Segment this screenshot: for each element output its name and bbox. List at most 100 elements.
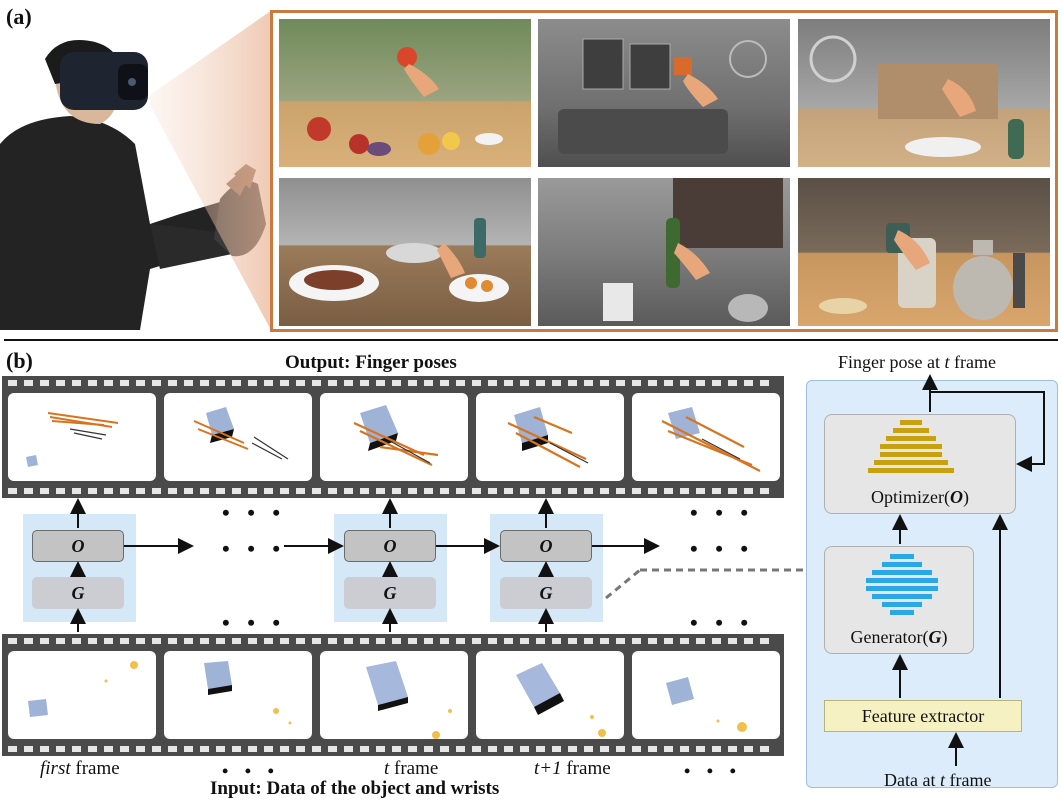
film-sprocket (488, 488, 497, 494)
ellipsis-mid-right: • • • (690, 536, 755, 561)
film-sprocket (440, 638, 449, 644)
optimizer-label-letter: O (949, 487, 963, 507)
film-sprocket (760, 380, 769, 386)
film-sprocket (312, 746, 321, 752)
optimizer-bar (880, 444, 942, 449)
output-frame (8, 393, 156, 481)
film-sprocket (424, 488, 433, 494)
film-sprocket (296, 746, 305, 752)
film-sprocket (664, 380, 673, 386)
film-sprocket (504, 380, 513, 386)
generator-label-prefix: Generator( (850, 627, 929, 647)
optimizer-bar (900, 420, 922, 425)
film-sprocket (520, 638, 529, 644)
film-sprocket (104, 746, 113, 752)
film-sprocket (584, 488, 593, 494)
film-sprocket (152, 488, 161, 494)
film-sprocket (760, 638, 769, 644)
optimizer-bar (880, 452, 942, 457)
film-sprocket (104, 380, 113, 386)
vr-scene-shelf (798, 19, 1050, 167)
film-sprocket (504, 638, 513, 644)
film-sprocket (472, 746, 481, 752)
film-sprocket (568, 380, 577, 386)
film-sprocket (360, 380, 369, 386)
film-sprocket (616, 638, 625, 644)
detail-top-prefix: Finger pose at (838, 352, 945, 372)
film-sprocket (328, 380, 337, 386)
view-projection (150, 10, 272, 332)
caption-t1-rest: frame (561, 758, 611, 779)
film-sprocket (8, 380, 17, 386)
film-sprocket (248, 638, 257, 644)
film-sprocket (728, 638, 737, 644)
film-sprocket (40, 746, 49, 752)
film-sprocket (664, 638, 673, 644)
film-sprocket (216, 380, 225, 386)
optimizer-letter: O (539, 535, 553, 556)
film-sprocket (744, 638, 753, 644)
film-sprocket (184, 746, 193, 752)
film-sprocket (248, 488, 257, 494)
generator-label-suffix: ) (941, 627, 948, 647)
film-sprocket (344, 380, 353, 386)
ellipsis-bottom: • • • (222, 610, 287, 635)
film-sprocket (568, 638, 577, 644)
output-frame (476, 393, 624, 481)
film-sprocket (72, 746, 81, 752)
generator-label: Generator(G) (825, 627, 973, 648)
film-sprocket (600, 380, 609, 386)
output-filmstrip (2, 376, 784, 498)
film-sprocket (376, 488, 385, 494)
film-sprocket (184, 638, 193, 644)
film-sprocket (104, 488, 113, 494)
film-sprocket (136, 488, 145, 494)
film-sprocket (584, 380, 593, 386)
film-sprocket (328, 488, 337, 494)
film-sprocket (72, 488, 81, 494)
generator-bar (882, 602, 922, 607)
generator-letter: G (383, 582, 397, 603)
film-sprocket (216, 746, 225, 752)
detail-top-label: Finger pose at t frame (838, 352, 996, 373)
film-sprocket (88, 638, 97, 644)
generator-bar (872, 594, 932, 599)
film-sprocket (216, 488, 225, 494)
film-sprocket (712, 638, 721, 644)
film-sprocket (568, 488, 577, 494)
ellipsis-top: • • • (222, 500, 287, 525)
film-sprocket (440, 746, 449, 752)
input-frame (476, 651, 624, 739)
output-frame (164, 393, 312, 481)
film-sprocket (632, 638, 641, 644)
film-sprocket (264, 488, 273, 494)
film-sprocket (744, 488, 753, 494)
film-sprocket (536, 638, 545, 644)
film-sprocket (8, 488, 17, 494)
film-sprocket (56, 380, 65, 386)
film-sprocket (696, 488, 705, 494)
film-sprocket (120, 746, 129, 752)
vr-user-illustration (0, 40, 266, 330)
film-sprocket (72, 638, 81, 644)
film-sprocket (88, 746, 97, 752)
input-frame (320, 651, 468, 739)
film-sprocket (72, 380, 81, 386)
film-sprocket (312, 380, 321, 386)
film-sprocket (552, 746, 561, 752)
film-sprocket (440, 488, 449, 494)
generator-bar (866, 578, 938, 583)
film-sprocket (296, 488, 305, 494)
optimizer-label-prefix: Optimizer( (871, 487, 950, 507)
film-sprocket (232, 746, 241, 752)
ellipsis-mid: • • • (222, 536, 287, 561)
film-sprocket (520, 380, 529, 386)
vr-scene-dessert-table (279, 178, 531, 326)
optimizer-label: Optimizer(O) (825, 487, 1015, 508)
film-sprocket (728, 746, 737, 752)
film-sprocket (536, 488, 545, 494)
film-sprocket (744, 380, 753, 386)
film-sprocket (712, 746, 721, 752)
film-sprocket (600, 488, 609, 494)
